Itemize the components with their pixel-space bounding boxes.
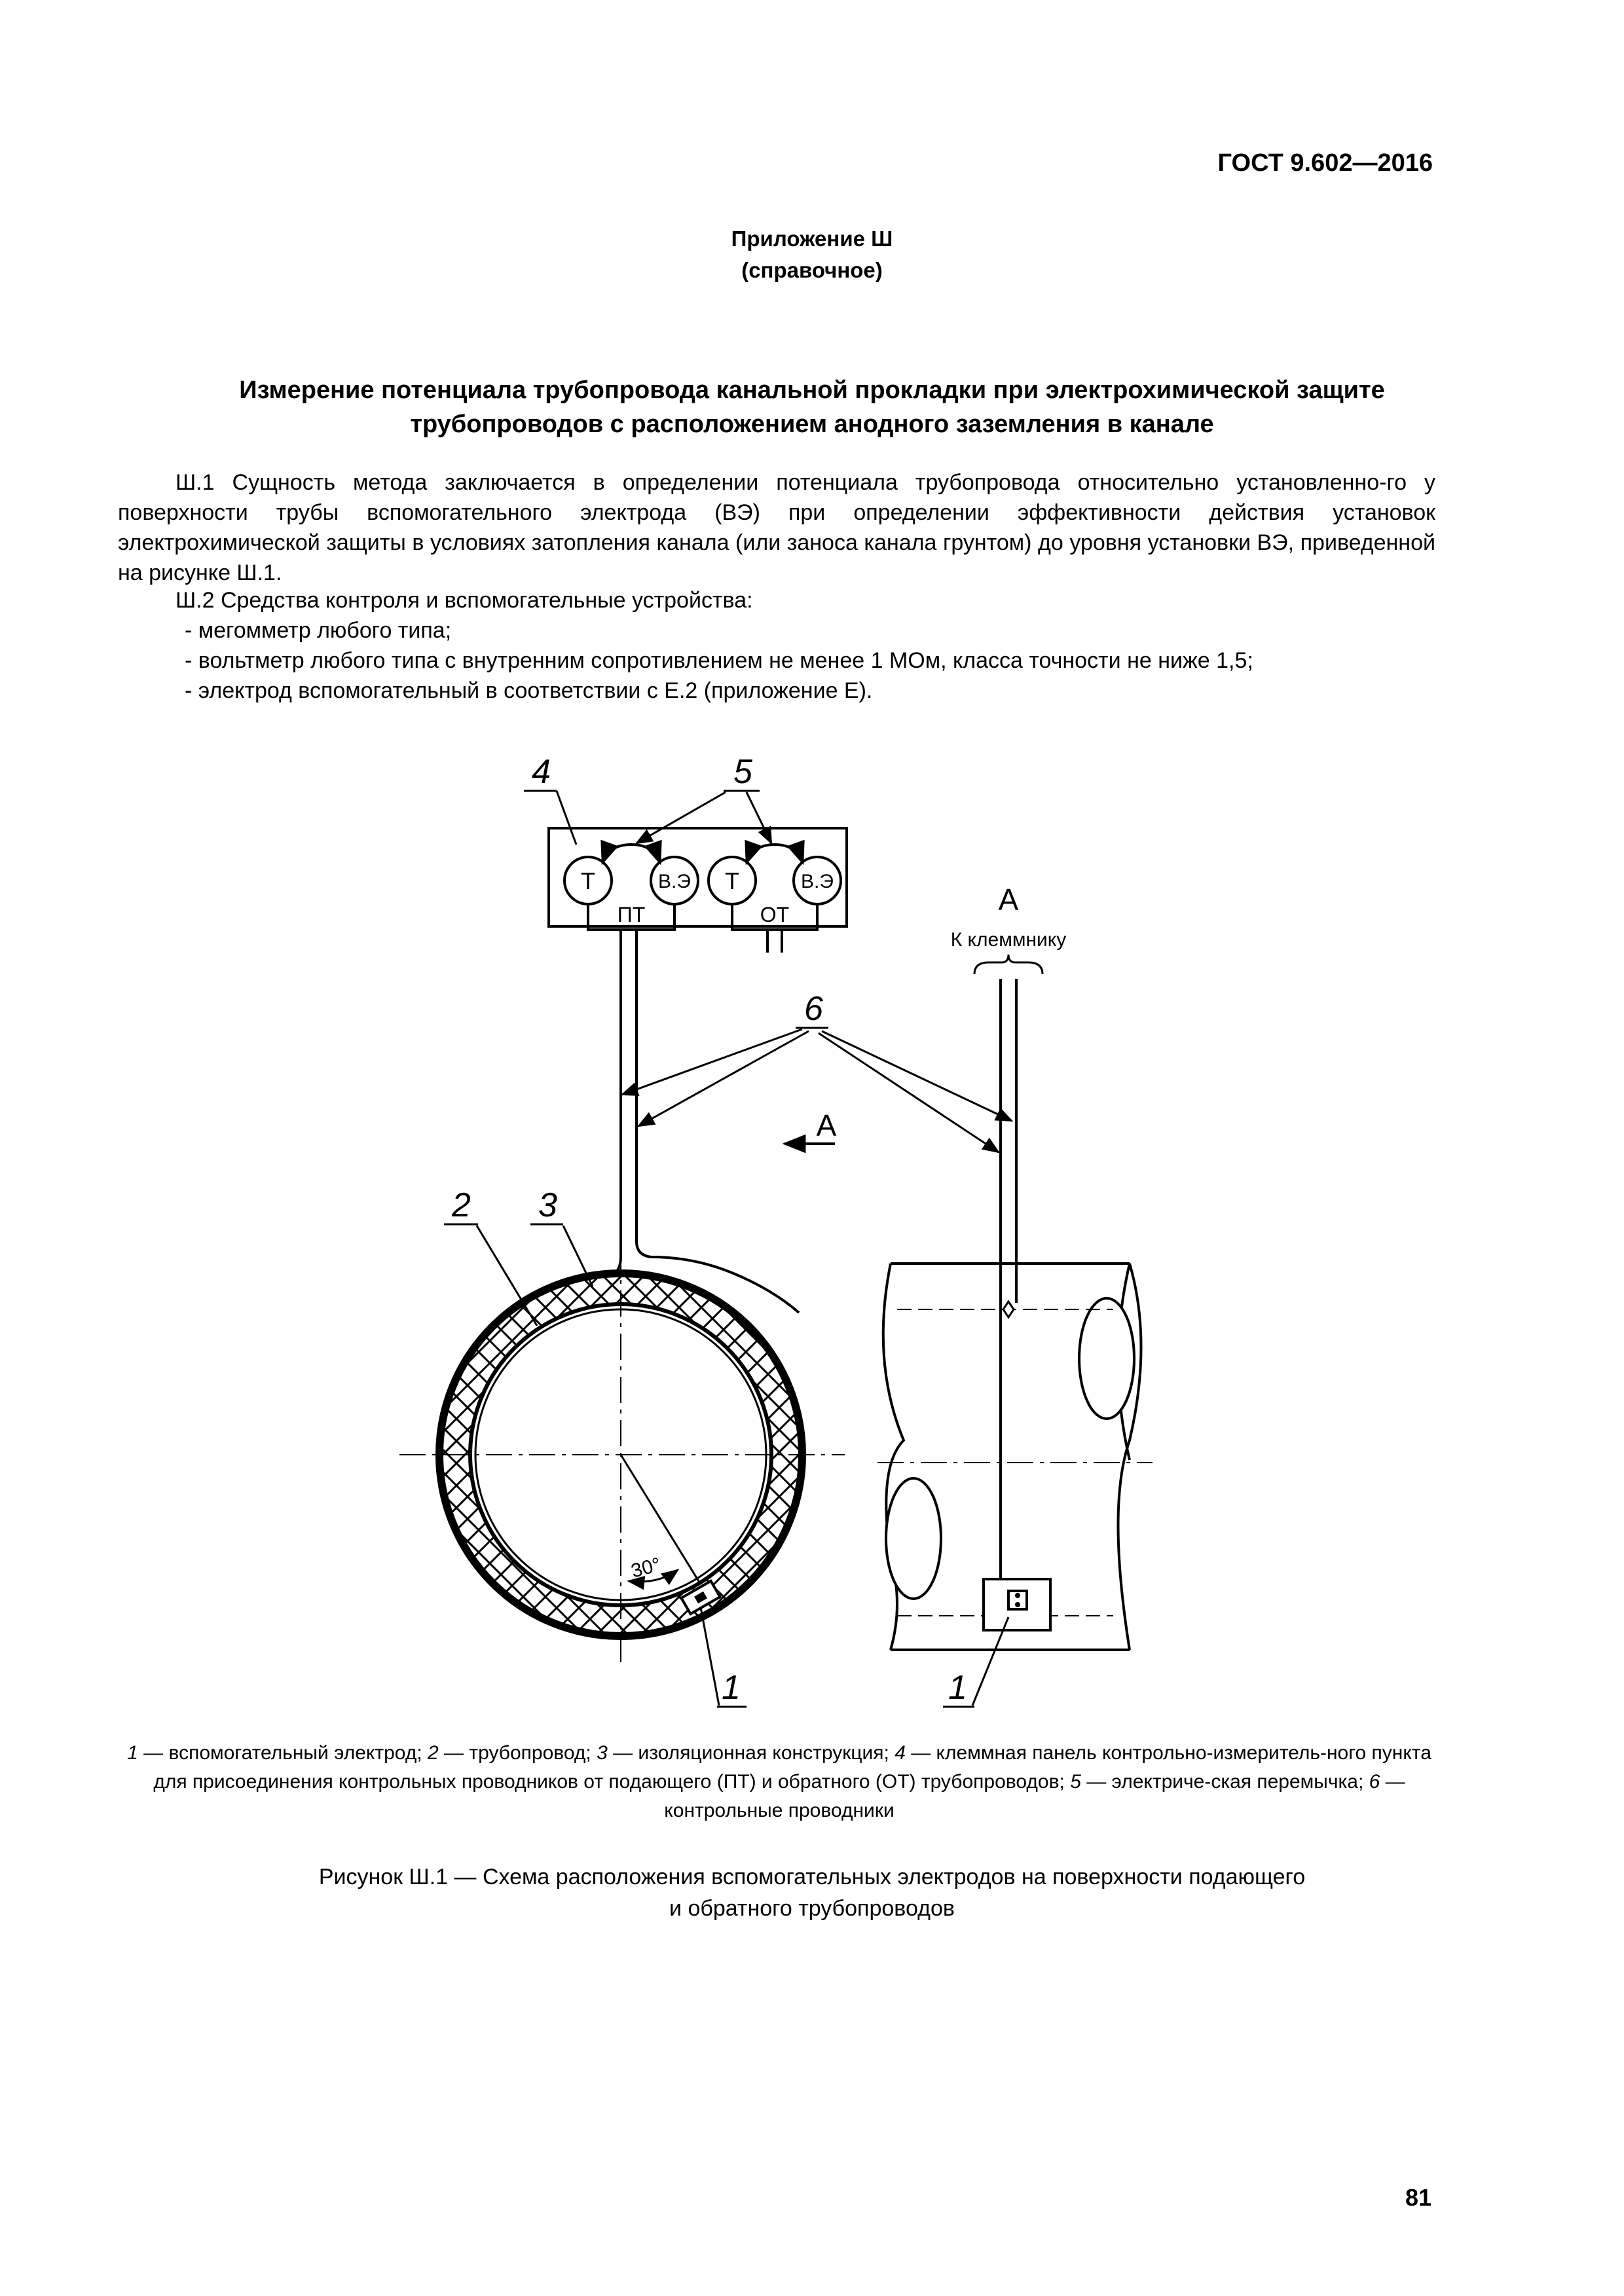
legend-num: 1 <box>127 1742 138 1764</box>
list-item: - мегомметр любого типа; <box>185 618 452 643</box>
paragraph-1-text: Ш.1 Сущность метода заключается в опреде… <box>118 470 1435 585</box>
callout-6: 6 <box>804 990 823 1028</box>
page-number: 81 <box>1405 2184 1431 2211</box>
callout-1: 1 <box>948 1669 967 1707</box>
view-note: К клеммнику <box>951 929 1067 951</box>
section-title-line-2: трубопроводов с расположением анодного з… <box>410 410 1214 438</box>
legend-text: — изоляционная конструкция; <box>607 1742 895 1764</box>
brace <box>973 954 1044 975</box>
figure-caption-line-1: Рисунок Ш.1 — Схема расположения вспомог… <box>318 1865 1306 1889</box>
legend-num: 6 <box>1369 1771 1380 1793</box>
view-letter-a: А <box>999 883 1019 917</box>
legend-text: — клеммная панель контрольно-измеритель-… <box>153 1742 1431 1793</box>
terminal-label-ve: В.Э <box>801 871 834 892</box>
legend-num: 4 <box>895 1742 906 1764</box>
view-arrow-letter: А <box>817 1108 837 1142</box>
list-item: - вольтметр любого типа с внутренним соп… <box>185 648 1253 673</box>
list-item: - электрод вспомогательный в соответстви… <box>185 678 873 703</box>
control-cable-right <box>999 979 1018 1609</box>
jumper-ot <box>745 839 805 866</box>
terminal-panel: Т В.Э Т В.Э ПТ ОТ <box>547 827 848 953</box>
paragraph-1: Ш.1 Сущность метода заключается в опреде… <box>118 467 1435 588</box>
pipe-cross-section: 30° <box>399 1247 845 1663</box>
legend-num: 3 <box>597 1742 608 1764</box>
callout-3: 3 <box>538 1186 557 1224</box>
appendix-label: Приложение Ш <box>731 227 893 251</box>
legend-num: 2 <box>428 1742 439 1764</box>
label-ot: ОТ <box>760 903 789 926</box>
section-title: Измерение потенциала трубопровода каналь… <box>0 373 1624 441</box>
legend-text: — трубопровод; <box>438 1742 597 1764</box>
terminal-label-t: Т <box>581 867 595 894</box>
pipe-side-view <box>877 1262 1153 1651</box>
callout-2: 2 <box>451 1186 471 1224</box>
legend-num: 5 <box>1070 1771 1081 1793</box>
control-cable-left <box>611 928 800 1314</box>
jumper-pt <box>600 839 662 866</box>
legend-text: — контрольные проводники <box>664 1771 1405 1821</box>
callout-4: 4 <box>532 753 551 791</box>
callout-1: 1 <box>722 1669 741 1707</box>
standard-designation: ГОСТ 9.602—2016 <box>1217 149 1433 177</box>
legend-text: — электриче-ская перемычка; <box>1080 1771 1369 1793</box>
legend-text: — вспомогательный электрод; <box>138 1742 428 1764</box>
section-title-line-1: Измерение потенциала трубопровода каналь… <box>239 376 1385 404</box>
figure-caption-line-2: и обратного трубопроводов <box>669 1896 955 1921</box>
callout-5: 5 <box>733 753 753 791</box>
label-pt: ПТ <box>618 903 646 926</box>
appendix-type: (справочное) <box>741 258 883 282</box>
terminal-label-ve: В.Э <box>658 871 691 892</box>
auxiliary-electrode-section <box>679 1579 722 1616</box>
paragraph-2: Ш.2 Средства контроля и вспомогательные … <box>175 588 753 613</box>
figure-legend: 1 — вспомогательный электрод; 2 — трубоп… <box>111 1739 1447 1825</box>
terminal-label-t: Т <box>725 867 739 894</box>
